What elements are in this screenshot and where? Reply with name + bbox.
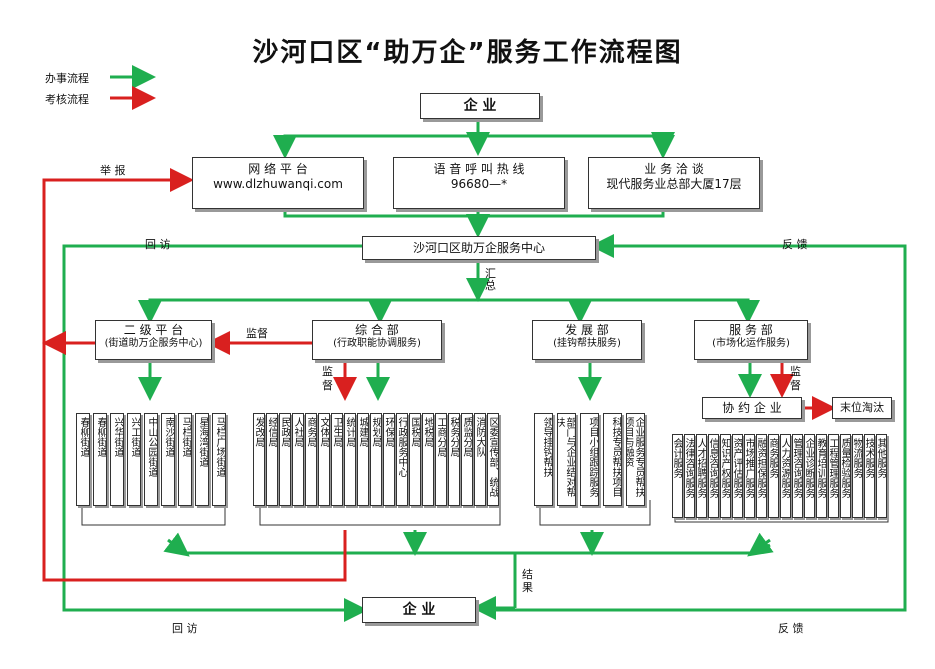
development-item: 部门与企业结对帮扶 [557, 413, 576, 506]
street-item: 春柳街道 [93, 413, 107, 506]
report-label: 举 报 [100, 164, 126, 177]
service-item: 质量检验服务 [840, 434, 851, 518]
service-center-node: 沙河口区助万企服务中心 [362, 236, 596, 260]
result-label: 结 果 [522, 568, 533, 595]
department-item: 商务局 [305, 413, 317, 506]
street-item: 马栏广场街道 [212, 413, 226, 506]
service-item: 管理咨询服务 [792, 434, 803, 518]
department-item: 统计局 [344, 413, 356, 506]
level2-platform-subtitle: (街道助万企服务中心) [104, 338, 203, 349]
level2-platform-node: 二 级 平 台 (街道助万企服务中心) [95, 320, 212, 360]
supervise-left-label: 监督 [246, 327, 268, 340]
page-title: 沙河口区“助万企”服务工作流程图 [252, 38, 683, 68]
department-item: 发改局 [253, 413, 265, 506]
general-dept-node: 综 合 部 (行政职能协调服务) [312, 320, 442, 360]
development-item: 科技专员帮扶项目 [603, 413, 622, 506]
service-item: 资产评估服务 [732, 434, 743, 518]
legend-review-label: 考核流程 [45, 93, 89, 106]
department-item: 消防大队 [474, 413, 486, 506]
feedback-bottom-label: 反 馈 [778, 622, 804, 635]
department-item: 环保局 [383, 413, 395, 506]
online-platform-url: www.dlzhuwanqi.com [213, 177, 343, 191]
street-item: 春柳街道 [76, 413, 90, 506]
service-item: 物流服务 [852, 434, 863, 518]
development-dept-subtitle: (挂钩帮扶服务) [553, 338, 621, 349]
service-item: 知识产权服务 [720, 434, 731, 518]
online-platform-node: 网 络 平 台 www.dlzhuwanqi.com [192, 157, 364, 209]
revisit-bottom-label: 回 访 [172, 622, 198, 635]
summary-label: 汇 总 [485, 267, 496, 293]
street-item: 兴华街道 [110, 413, 124, 506]
department-item: 区委宣传部、统战部 [487, 413, 499, 506]
department-item: 地税局 [422, 413, 434, 506]
department-item: 质监分局 [461, 413, 473, 506]
department-item: 文体局 [318, 413, 330, 506]
enterprise-top-node: 企 业 [420, 93, 540, 119]
service-item: 市场推广服务 [744, 434, 755, 518]
business-talk-title: 业 务 洽 谈 [644, 162, 704, 176]
service-dept-title: 服 务 部 [729, 323, 773, 337]
service-item: 会计服务 [672, 434, 683, 518]
hotline-number: 96680—* [450, 177, 508, 191]
hotline-node: 语 音 呼 叫 热 线 96680—* [393, 157, 565, 209]
service-item: 企业诊断服务 [804, 434, 815, 518]
hotline-title: 语 音 呼 叫 热 线 [433, 162, 525, 176]
department-item: 工商分局 [435, 413, 447, 506]
street-item: 中山公园街道 [144, 413, 158, 506]
service-item: 技术服务 [864, 434, 875, 518]
department-item: 卫生局 [331, 413, 343, 506]
street-item: 南沙街道 [161, 413, 175, 506]
development-dept-title: 发 展 部 [565, 323, 609, 337]
development-dept-node: 发 展 部 (挂钩帮扶服务) [532, 320, 642, 360]
street-item: 兴工街道 [127, 413, 141, 506]
department-item: 税务分局 [448, 413, 460, 506]
legend-process-label: 办事流程 [45, 72, 89, 85]
feedback-top-label: 反 馈 [782, 238, 808, 251]
service-dept-subtitle: (市场化运作服务) [712, 338, 790, 349]
general-dept-subtitle: (行政职能协调服务) [333, 338, 421, 349]
department-item: 经信局 [266, 413, 278, 506]
department-item: 规划局 [370, 413, 382, 506]
service-dept-node: 服 务 部 (市场化运作服务) [694, 320, 808, 360]
street-item: 星海湾街道 [195, 413, 209, 506]
revisit-top-label: 回 访 [145, 238, 171, 251]
service-item: 法律咨询服务 [684, 434, 695, 518]
service-item: 商务服务 [768, 434, 779, 518]
service-item: 其他服务 [876, 434, 887, 518]
supervise-mid-label: 监 督 [322, 365, 333, 393]
service-item: 工程管理服务 [828, 434, 839, 518]
development-item: 项目小组跟踪服务 [580, 413, 599, 506]
street-item: 马栏街道 [178, 413, 192, 506]
development-item: 领导挂钩帮扶 [534, 413, 553, 506]
development-item: 企业服务专员帮扶项目与融资 [626, 413, 645, 506]
level2-platform-title: 二 级 平 台 [123, 323, 184, 337]
enterprise-bottom-node: 企 业 [362, 597, 476, 623]
eliminate-node: 末位淘汰 [832, 397, 892, 419]
online-platform-title: 网 络 平 台 [248, 162, 308, 176]
supervise-right-label: 监 督 [790, 365, 801, 393]
service-item: 人力资源服务 [780, 434, 791, 518]
department-item: 人社局 [292, 413, 304, 506]
department-item: 国税局 [409, 413, 421, 506]
service-item: 融资担保服务 [756, 434, 767, 518]
service-item: 人才招聘服务 [696, 434, 707, 518]
business-talk-address: 现代服务业总部大厦17层 [606, 177, 742, 191]
department-item: 城建局 [357, 413, 369, 506]
agreement-enterprise-node: 协 约 企 业 [702, 397, 802, 419]
service-item: 信息咨询服务 [708, 434, 719, 518]
business-talk-node: 业 务 洽 谈 现代服务业总部大厦17层 [588, 157, 760, 209]
general-dept-title: 综 合 部 [355, 323, 399, 337]
service-item: 教育培训服务 [816, 434, 827, 518]
department-item: 行政服务中心 [396, 413, 408, 506]
department-item: 民政局 [279, 413, 291, 506]
